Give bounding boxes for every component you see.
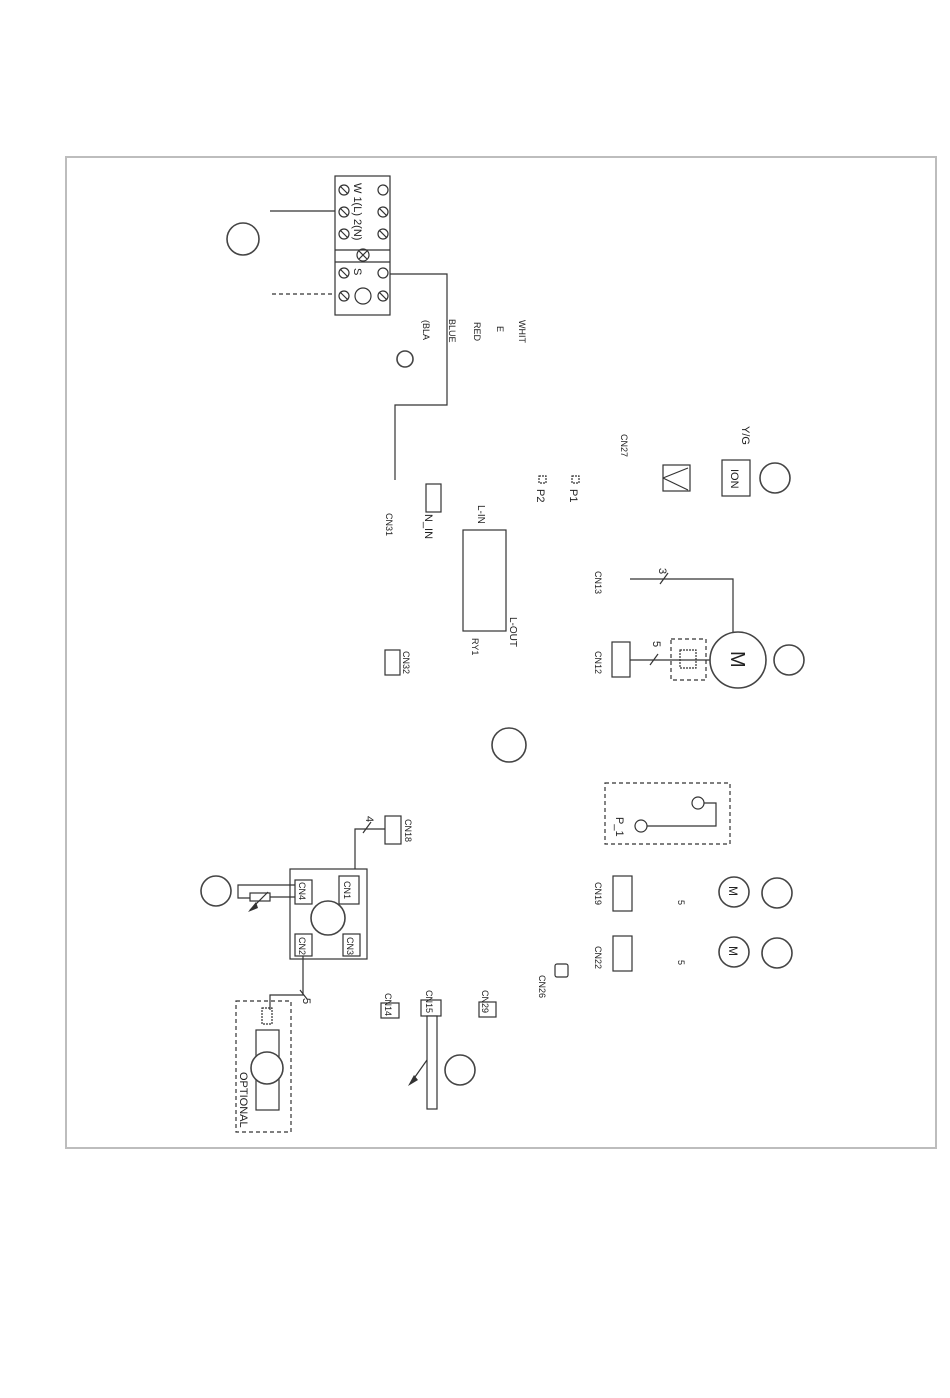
motor-small-2-label: M [726, 946, 740, 956]
p-1-sensor-node-1 [692, 797, 704, 809]
diagram-frame [66, 157, 936, 1148]
cn32-label: CN32 [401, 651, 411, 674]
wire-color-black: (BLA [421, 320, 431, 340]
cn13-wire-count: 3 [656, 568, 668, 574]
wire-color-blue: BLUE [447, 319, 457, 343]
cn2-wire-count: 5 [300, 998, 312, 1004]
ground-circle-3 [760, 463, 790, 493]
ground-circle-8 [762, 938, 792, 968]
motor-capacitor-icon [680, 650, 696, 668]
optional-module-circle [251, 1052, 283, 1084]
p2-terminal [539, 476, 546, 483]
p2-label: P2 [534, 489, 546, 502]
cn18-connector [385, 816, 401, 844]
terminal-label-top: W 1(L) 2(N) [351, 183, 363, 240]
main-motor-label: M [726, 651, 748, 668]
ground-circle-6 [201, 876, 231, 906]
cn27-label: CN27 [619, 434, 629, 457]
cn14-label: CN14 [383, 993, 393, 1016]
wire-color-labels: WHIT E RED BLUE (BLA [421, 319, 527, 343]
relay-ry1 [463, 530, 506, 631]
cn22-connector [613, 936, 632, 971]
cn19-wire-count: 5 [676, 900, 686, 905]
cn18-wire-count: 4 [363, 816, 375, 822]
n-in-terminal [426, 484, 441, 512]
cn26-connector [555, 964, 568, 977]
ground-circle-5 [492, 728, 526, 762]
p1-label: P1 [567, 489, 579, 502]
l-in-label: L-IN [475, 505, 486, 524]
cn32-connector [385, 650, 400, 675]
n-in-label: N_IN [422, 514, 434, 539]
p1-terminal [572, 476, 579, 483]
cn19-label: CN19 [593, 882, 603, 905]
wire-color-e: E [495, 326, 505, 332]
ground-circle-9 [445, 1055, 475, 1085]
cn22-label: CN22 [593, 946, 603, 969]
cn26-label: CN26 [537, 975, 547, 998]
cn15-sensor-arrow-icon [408, 1075, 418, 1086]
wire-color-red: RED [472, 322, 482, 342]
cn12-connector [612, 642, 630, 677]
cn29-label: CN29 [480, 990, 490, 1013]
thermistor-arrow-icon [248, 902, 258, 912]
cn13-label: CN13 [593, 571, 603, 594]
p-1-label: P_1 [613, 817, 625, 837]
terminal-label-bottom: S [351, 268, 363, 275]
cn4-label: CN4 [297, 882, 307, 900]
terminal-block: W 1(L) 2(N) S [335, 176, 390, 315]
cn19-connector [613, 876, 632, 911]
cn31-label: CN31 [384, 513, 394, 536]
ground-circle-4 [774, 645, 804, 675]
cn18-label: CN18 [403, 819, 413, 842]
cn12-wire-count: 5 [650, 641, 662, 647]
ground-circle-2 [397, 351, 413, 367]
cn22-wire-count: 5 [676, 960, 686, 965]
cn1-label: CN1 [342, 881, 352, 899]
motor-small-1-label: M [726, 886, 740, 896]
l-out-label: L-OUT [507, 617, 518, 647]
display-board-hole [311, 901, 345, 935]
cn3-label: CN3 [345, 937, 355, 955]
cn15-sensor-lead [427, 1016, 437, 1109]
ry1-label: RY1 [470, 638, 480, 655]
cn12-label: CN12 [593, 651, 603, 674]
optional-label: OPTIONAL [237, 1072, 249, 1128]
ground-circle-7 [762, 878, 792, 908]
yg-label: Y/G [739, 426, 751, 445]
wire-color-whit: WHIT [517, 320, 527, 343]
cn15-label: CN15 [424, 990, 434, 1013]
ion-label: ION [728, 469, 740, 489]
ground-circle-1 [227, 223, 259, 255]
p-1-sensor-node-2 [635, 820, 647, 832]
cn2-label: CN2 [297, 937, 307, 955]
optional-connector-icon [262, 1008, 272, 1024]
